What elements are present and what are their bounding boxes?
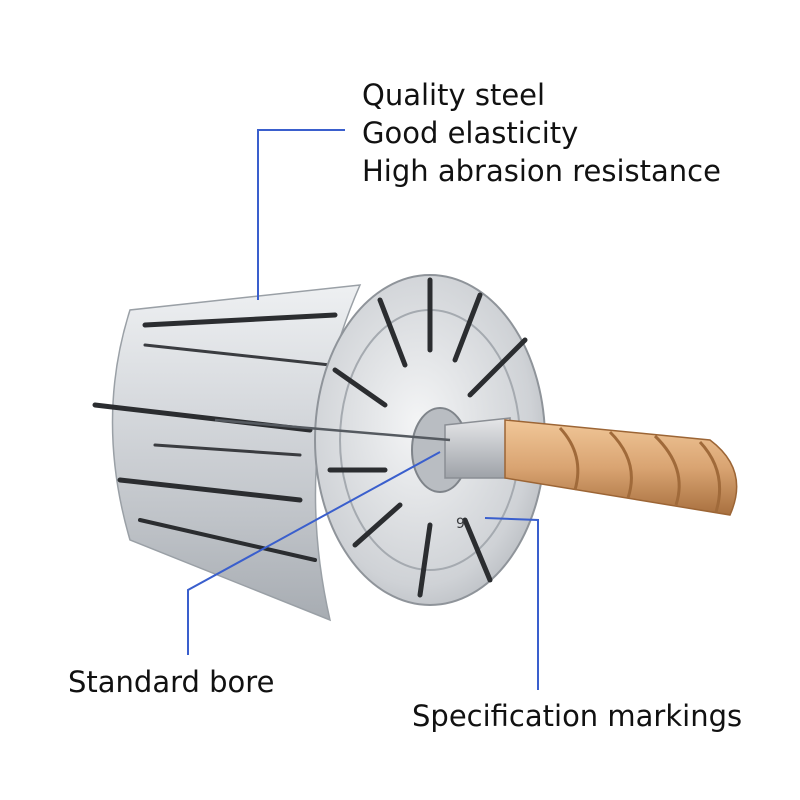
feature-quality-steel: Quality steel xyxy=(362,78,546,112)
feature-good-elasticity: Good elasticity xyxy=(362,116,579,150)
markings-leader-line xyxy=(484,517,539,690)
bore-leader-line xyxy=(187,451,441,655)
features-callout: Quality steel Good elasticity High abras… xyxy=(362,76,721,190)
feature-abrasion-resistance: High abrasion resistance xyxy=(362,154,721,188)
features-leader-line xyxy=(257,129,345,300)
standard-bore-label: Standard bore xyxy=(68,665,275,699)
end-mill-tool xyxy=(214,417,738,516)
specification-markings-label: Specification markings xyxy=(412,699,743,733)
size-marking: 9 xyxy=(456,516,465,532)
